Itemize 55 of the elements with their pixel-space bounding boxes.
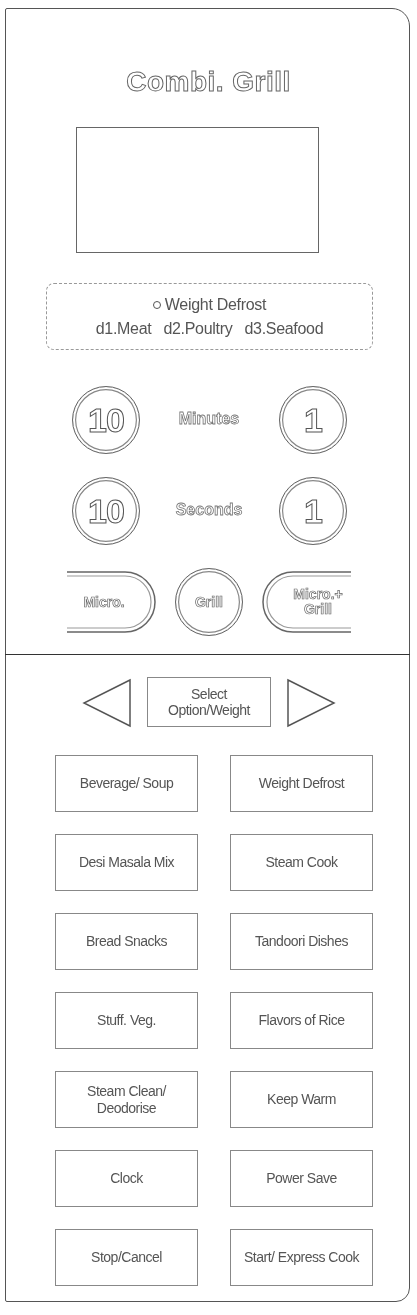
button-number: 1 [304, 491, 322, 531]
defrost-panel [46, 283, 373, 350]
key-button [230, 992, 373, 1049]
round-button [175, 568, 243, 636]
key-button [147, 677, 271, 727]
key-button [55, 1150, 198, 1207]
defrost-option: d3.Seafood [244, 319, 324, 338]
button-label: Micro.+ Grill [292, 587, 344, 617]
key-button [230, 1071, 373, 1128]
right-arrow-button [288, 680, 334, 726]
round-button [72, 386, 140, 454]
pill-button [67, 572, 155, 632]
button-label: Steam Cook [265, 854, 338, 871]
defrost-option: d1.Meat [95, 319, 152, 338]
button-label: Start/ Express Cook [244, 1249, 359, 1266]
key-button [230, 1229, 373, 1286]
display-screen [76, 127, 319, 253]
button-label: Weight Defrost [258, 775, 345, 792]
key-button [55, 755, 198, 812]
button-label: Clock [110, 1170, 143, 1187]
button-label: Stuff. Veg. [97, 1012, 156, 1029]
button-label: Micro. [83, 594, 126, 610]
pill-button [263, 572, 351, 632]
time-label: Minutes [177, 410, 241, 428]
button-number: 10 [88, 400, 124, 440]
key-button [230, 755, 373, 812]
button-label: Power Save [266, 1170, 337, 1187]
button-label: Stop/Cancel [91, 1249, 162, 1266]
round-button [279, 477, 347, 545]
button-label: Beverage/ Soup [79, 775, 174, 792]
button-label: Flavors of Rice [258, 1012, 345, 1029]
time-label: Seconds [174, 501, 244, 519]
button-label: Keep Warm [267, 1091, 336, 1108]
left-arrow-button [84, 680, 130, 726]
button-label: Grill [195, 594, 223, 610]
button-label: Bread Snacks [85, 933, 168, 950]
round-button [279, 386, 347, 454]
button-label: Desi Masala Mix [78, 854, 175, 871]
key-button [55, 834, 198, 891]
defrost-option: d2.Poultry [163, 319, 233, 338]
key-button [230, 913, 373, 970]
key-button [55, 992, 198, 1049]
key-button [230, 1150, 373, 1207]
key-button [55, 913, 198, 970]
round-button [72, 477, 140, 545]
button-number: 10 [88, 491, 124, 531]
key-button [55, 1229, 198, 1286]
button-number: 1 [304, 400, 322, 440]
key-button [230, 834, 373, 891]
defrost-heading: Weight Defrost [164, 295, 267, 314]
button-label: Steam Clean/ Deodorise [86, 1083, 168, 1116]
button-label: Tandoori Dishes [255, 933, 348, 950]
panel-title: Combi. Grill [125, 66, 292, 98]
key-button [55, 1071, 198, 1128]
button-label: Select Option/Weight [167, 685, 252, 719]
